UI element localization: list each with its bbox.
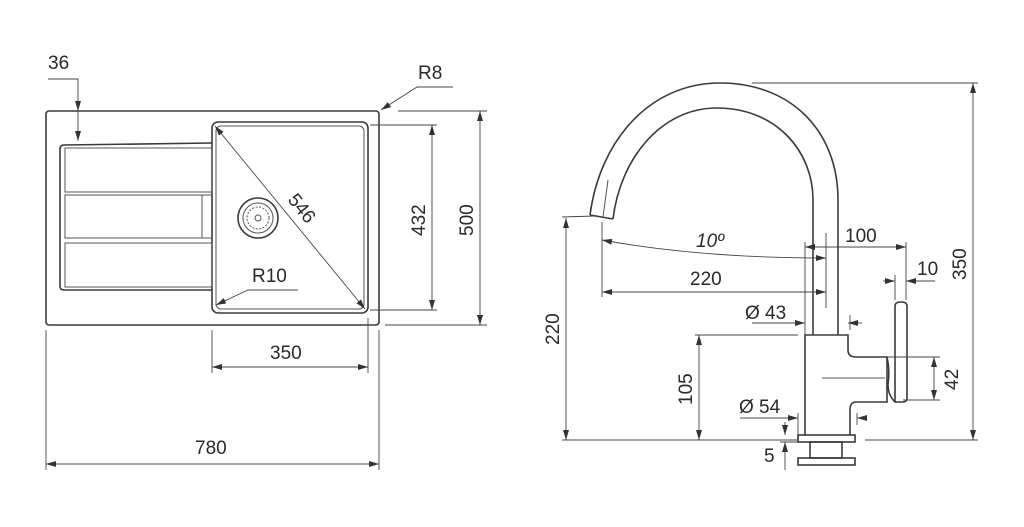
dim-label-546: 546 <box>283 190 319 228</box>
dim-label-100: 100 <box>845 226 877 247</box>
dim-label-42: 42 <box>942 369 963 390</box>
dim-label-432: 432 <box>409 204 430 236</box>
sink-top-view: 36 R8 546 R10 432 500 350 780 <box>45 53 487 470</box>
dim-label-d43: Ø 43 <box>745 303 786 324</box>
dim-label-angle: 10º <box>696 231 725 252</box>
faucet-body <box>804 334 888 435</box>
dim-arc-10-degrees <box>601 238 827 261</box>
drainer-rib-1 <box>64 147 213 193</box>
sink-outline <box>45 110 380 326</box>
faucet-lever <box>886 301 908 403</box>
dim-label-reach: 220 <box>690 269 722 290</box>
faucet-base-plate <box>797 434 856 443</box>
dim-line-546 <box>214 125 366 310</box>
faucet-stem <box>809 441 843 459</box>
faucet-side-view: 350 220 105 10º 220 100 10 Ø 43 <box>543 82 978 470</box>
dim-line-36 <box>48 78 81 141</box>
drainer-rib-3 <box>64 242 213 288</box>
dim-label-r10: R10 <box>252 266 287 287</box>
dim-line-r10 <box>215 289 298 306</box>
dim-label-lever-10: 10 <box>917 259 938 280</box>
spout-outer <box>589 82 839 335</box>
dim-label-780: 780 <box>195 438 227 459</box>
dim-label-d54: Ø 54 <box>739 397 781 418</box>
dim-label-36: 36 <box>48 53 69 74</box>
dim-label-500: 500 <box>457 204 478 236</box>
faucet-nut <box>797 457 856 466</box>
dim-label-spout-height: 220 <box>543 313 564 345</box>
dim-label-105: 105 <box>676 373 697 405</box>
sink-bowl <box>211 121 369 314</box>
drainer-outline <box>59 142 213 291</box>
dim-label-5: 5 <box>764 446 775 467</box>
dim-label-r8: R8 <box>418 63 442 84</box>
spout-inner <box>612 107 814 335</box>
drain-strainer-icon <box>237 197 279 239</box>
drainer-rib-2 <box>64 194 203 239</box>
dim-line-r8 <box>380 86 453 111</box>
dim-label-350: 350 <box>270 343 302 364</box>
dim-label-faucet-350: 350 <box>950 248 971 280</box>
